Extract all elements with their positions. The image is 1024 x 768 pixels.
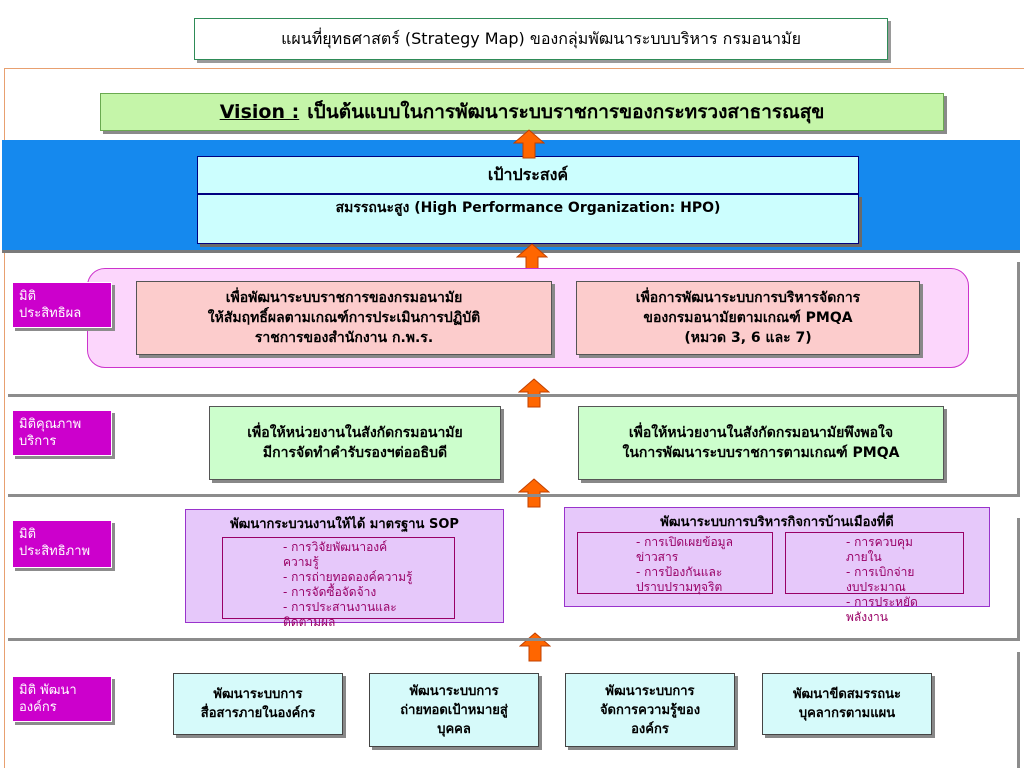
efficiency-left-title: พัฒนากระบวนงานให้ได้ มาตรฐาน SOP [230,517,459,532]
up-arrow-icon [518,478,550,508]
up-arrow-icon [519,632,551,662]
vision-box: Vision : เป็นต้นแบบในการพัฒนาระบบราชการข… [100,93,944,131]
row-divider [8,494,1020,497]
efficiency-left-items: - การวิจัยพัฒนาองค์ ความรู้ - การถ่ายทอด… [222,537,455,629]
side-rule [1017,394,1020,494]
side-rule [1017,262,1020,394]
quality-objective-left: เพื่อให้หน่วยงานในสังกัดกรมอนามัย มีการจ… [209,406,501,480]
development-box-knowledge-management: พัฒนาระบบการ จัดการความรู้ของ องค์กร [565,673,735,747]
development-box-competency: พัฒนาขีดสมรรถนะ บุคลากรตามแผน [762,673,932,735]
efficiency-right-items-a: - การเปิดเผยข้อมูล ข่าวสาร - การป้องกันแ… [577,532,773,594]
efficiency-right-panel: พัฒนาระบบการบริหารกิจการบ้านเมืองที่ดี [564,507,990,607]
efficiency-right-title: พัฒนาระบบการบริหารกิจการบ้านเมืองที่ดี [660,515,894,530]
quality-objective-right: เพื่อให้หน่วยงานในสังกัดกรมอนามัยพึงพอใจ… [578,406,944,480]
vision-label: Vision : [219,101,300,123]
development-box-goal-cascade: พัฒนาระบบการ ถ่ายทอดเป้าหมายสู่ บุคคล [369,673,539,747]
side-rule [1017,652,1020,768]
up-arrow-icon [513,129,545,159]
up-arrow-icon [518,378,550,408]
dimension-label-effectiveness: มิติ ประสิทธิผล [12,282,112,328]
row-divider [8,638,1020,641]
dimension-label-quality: มิติคุณภาพ บริการ [12,410,112,456]
effectiveness-objective-right: เพื่อการพัฒนาระบบการบริหารจัดการ ของกรมอ… [576,281,920,355]
side-rule [1017,518,1020,638]
vision-text: เป็นต้นแบบในการพัฒนาระบบราชการของกระทรวง… [307,101,825,123]
goal-heading: เป้าประสงค์ [197,156,859,194]
development-box-communication: พัฒนาระบบการ สื่อสารภายในองค์กร [173,673,343,735]
page-title: แผนที่ยุทธศาสตร์ (Strategy Map) ของกลุ่ม… [194,18,888,60]
efficiency-left-panel: พัฒนากระบวนงานให้ได้ มาตรฐาน SOP [185,509,504,623]
diagram-frame [4,68,1024,768]
row-divider [8,394,1020,397]
goal-text: สมรรถนะสูง (High Performance Organizatio… [335,200,721,216]
effectiveness-objective-left: เพื่อพัฒนาระบบราชการของกรมอนามัย ให้สัมฤ… [136,281,552,355]
dimension-label-development: มิติ พัฒนา องค์กร [12,676,112,722]
efficiency-right-items-b: - การควบคุม ภายใน - การเบิกจ่าย งบประมาณ… [785,532,964,624]
goal-heading-text: เป้าประสงค์ [487,164,569,184]
page-title-text: แผนที่ยุทธศาสตร์ (Strategy Map) ของกลุ่ม… [281,28,801,48]
goal-body: สมรรถนะสูง (High Performance Organizatio… [197,194,859,244]
dimension-label-efficiency: มิติ ประสิทธิภาพ [12,520,112,568]
